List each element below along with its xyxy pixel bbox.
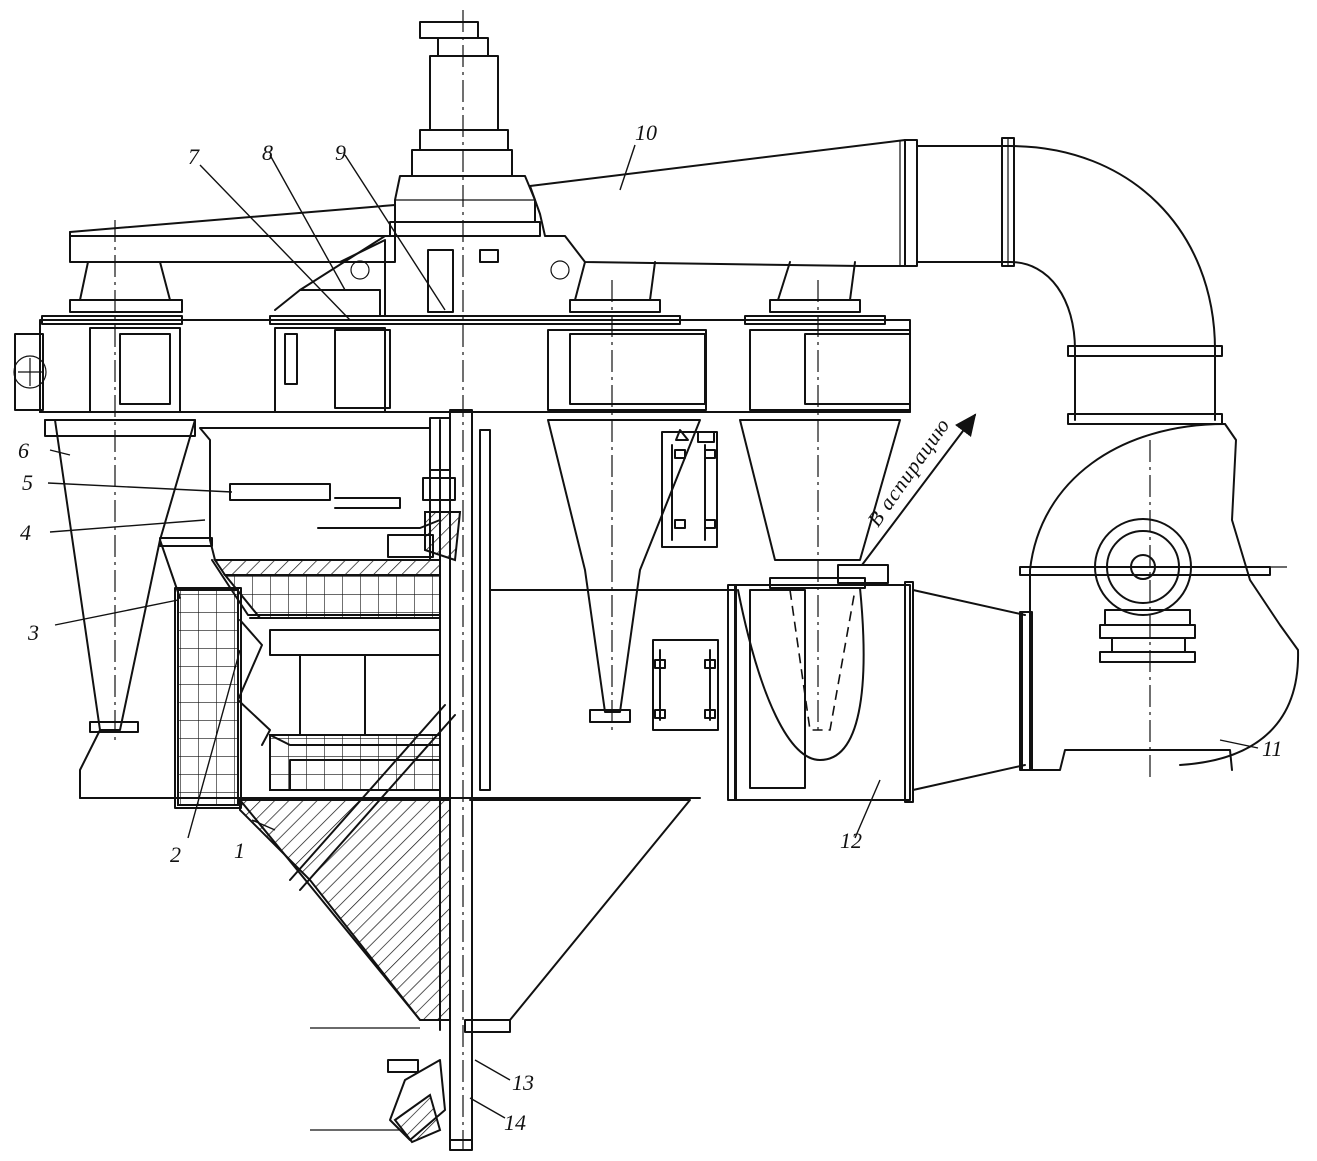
upper-cone-supports [274,235,861,317]
central-shaft [439,10,491,1151]
callout-3: 3 [27,620,39,645]
left-cyclone [44,220,196,740]
motor-drive [389,21,541,237]
cyclone-header-box [13,315,911,413]
callout-13: 13 [512,1070,534,1095]
elbow-pipe [916,137,1223,425]
grain-chamber [174,587,441,809]
callout-leaders [47,144,1259,1119]
lower-hopper [79,539,701,1144]
callout-11: 11 [1262,736,1282,761]
callout-5: 5 [22,470,33,495]
aspiration-label: В аспирацию [862,413,954,531]
callout-9: 9 [335,140,346,165]
settling-chamber [489,564,1033,803]
fan-housing [1019,423,1300,780]
left-top-duct [69,204,396,313]
middle-cyclones [547,280,901,735]
callout-7: 7 [188,144,200,169]
aspiration-outlet [861,413,977,566]
callout-12: 12 [840,828,862,853]
callout-4: 4 [20,520,31,545]
callout-1: 1 [234,838,245,863]
callout-8: 8 [262,140,273,165]
collector-duct [529,139,918,267]
callout-10: 10 [635,120,657,145]
callout-6: 6 [18,438,29,463]
callout-2: 2 [170,842,181,867]
separator-body [159,417,462,619]
callout-14: 14 [504,1110,526,1135]
